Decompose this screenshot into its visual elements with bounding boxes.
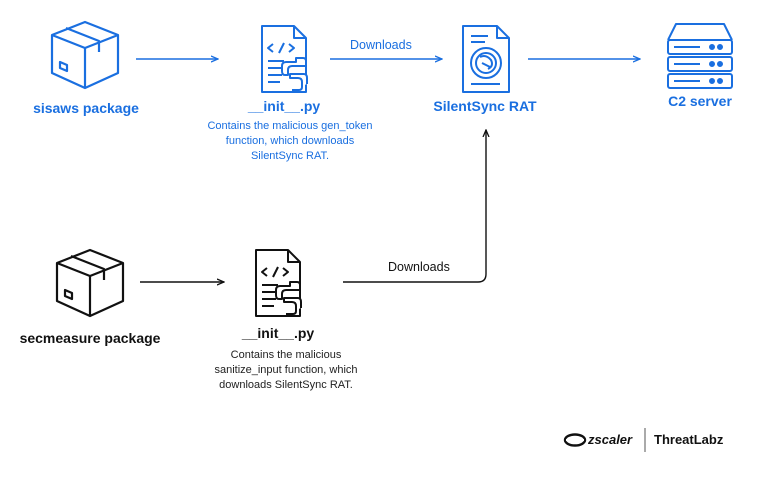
- edge-label-bottom-downloads: Downloads: [388, 260, 450, 274]
- arrow-init-to-rat-bottom: [343, 130, 486, 283]
- python-file-icon: [255, 249, 302, 317]
- node-label-sisaws-package: sisaws package: [33, 100, 139, 116]
- edge-label-top-downloads: Downloads: [350, 38, 412, 52]
- python-file-icon: [261, 25, 308, 93]
- malware-document-icon: [462, 25, 510, 93]
- zscaler-logo-icon: [563, 433, 587, 447]
- package-box-icon: [50, 20, 120, 90]
- brand-threatlabz-text: ThreatLabz: [654, 432, 724, 447]
- node-desc-init-py-top: Contains the malicious gen_token functio…: [207, 120, 373, 162]
- node-label-c2-server: C2 server: [668, 93, 732, 109]
- node-label-silentsync-rat: SilentSync RAT: [433, 98, 537, 114]
- package-box-icon: [55, 248, 125, 318]
- node-label-secmeasure-package: secmeasure package: [19, 330, 161, 346]
- server-rack-icon: [667, 23, 733, 89]
- node-label-init-py-bottom: __init__.py: [241, 325, 315, 341]
- brand-zscaler-text: zscaler: [588, 432, 633, 447]
- node-desc-init-py-bottom: Contains the malicious sanitize_input fu…: [214, 349, 358, 391]
- node-label-init-py-top: __init__.py: [247, 98, 321, 114]
